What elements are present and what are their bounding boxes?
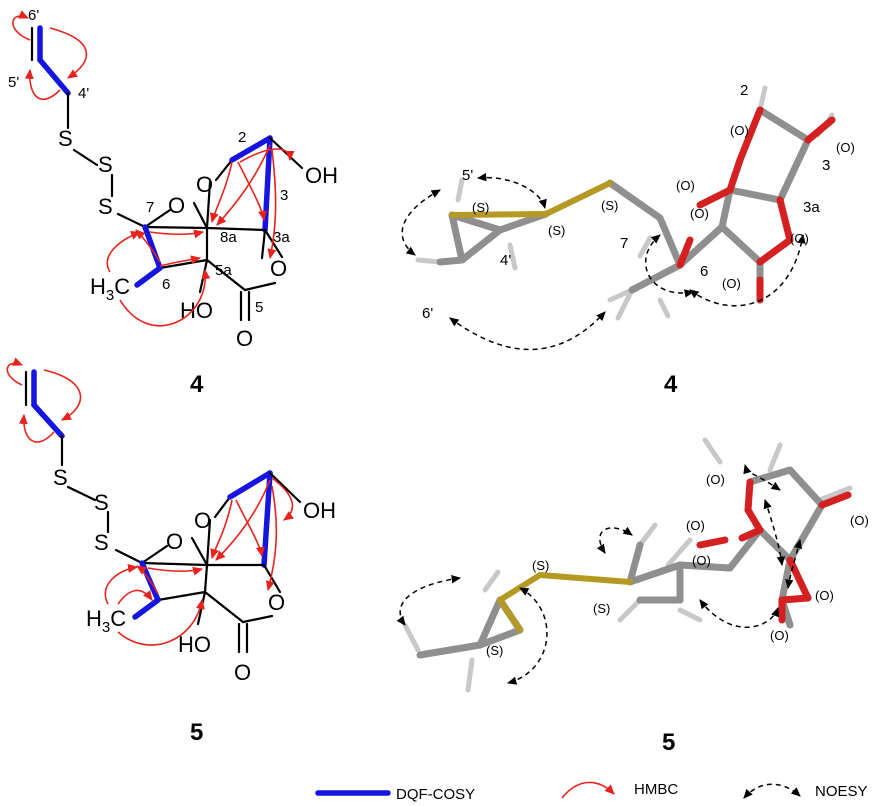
o-ring-atom: O: [168, 193, 185, 218]
legend-noesy-label: NOESY: [815, 783, 868, 800]
m4-pos-7: 7: [620, 235, 628, 252]
o-ring2-atom: O: [196, 172, 213, 197]
m4-pos-4p: 4': [500, 252, 511, 269]
model-5-label: 5: [662, 729, 675, 756]
o-ring2-atom: O: [194, 508, 211, 533]
m4-pos-5p: 5': [462, 167, 473, 184]
pos-3a: 3a: [273, 229, 290, 246]
m5-o-label: (O): [706, 472, 725, 487]
o-lactone-atom: O: [270, 256, 287, 281]
legend: DQF-COSY HMBC NOESY: [315, 781, 868, 803]
pos-8a: 8a: [220, 229, 237, 246]
m4-s-label: (S): [548, 223, 565, 238]
oh-group: OH: [303, 498, 336, 523]
h3c-group: H3C: [90, 274, 130, 304]
m5-o-label: (O): [692, 553, 711, 568]
legend-noesy-swatch: [743, 783, 801, 799]
s1-atom: S: [53, 465, 68, 490]
m4-o-label: (O): [722, 276, 741, 291]
m5-o-label: (O): [815, 588, 834, 603]
model-5-3d: (S) (S) (S) (O) (O) (O) (O) (O) (O) 5: [396, 437, 869, 756]
compound-4-label: 4: [190, 371, 204, 398]
m4-s-label: (S): [472, 200, 489, 215]
o-carbonyl-atom: O: [236, 326, 253, 351]
pos-7: 7: [146, 199, 154, 216]
o-ring-atom: O: [166, 529, 183, 554]
pos-5a: 5a: [215, 262, 232, 279]
legend-hmbc-swatch: [561, 781, 615, 799]
h3c-group: H3C: [86, 606, 126, 636]
m5-o-label: (O): [770, 628, 789, 643]
model-4-3d: 2 3 3a 5' 4' 6' 7 6 (S) (S) (S) (O) (O) …: [401, 82, 855, 398]
compound-5-label: 5: [190, 719, 203, 746]
m5-o-label: (O): [686, 518, 705, 533]
m4-pos-6: 6: [700, 263, 708, 280]
pos-5p: 5': [8, 74, 19, 91]
s2-atom: S: [98, 152, 113, 177]
s1-atom: S: [58, 126, 73, 151]
ho-group: HO: [180, 298, 213, 323]
legend-cosy-label: DQF-COSY: [396, 786, 475, 803]
o-lactone-atom: O: [268, 590, 285, 615]
legend-hmbc-label: HMBC: [634, 781, 678, 798]
m4-s-label: (S): [601, 198, 618, 213]
m4-o-label: (O): [790, 231, 809, 246]
o-carbonyl-atom: O: [234, 660, 251, 685]
m5-o-label: (O): [850, 513, 869, 528]
s3-atom: S: [94, 530, 109, 555]
pos-6p: 6': [28, 7, 39, 24]
m4-o-label: (O): [676, 178, 695, 193]
s2-atom: S: [94, 490, 109, 515]
compound-4-structure: S S S O O O O OH HO H3C 6' 5' 4' 2 3 3a …: [8, 7, 338, 398]
s3-atom: S: [98, 194, 113, 219]
m4-pos-2: 2: [740, 82, 748, 99]
m4-pos-6p: 6': [422, 305, 433, 322]
oh-group: OH: [305, 163, 338, 188]
m4-pos-3a: 3a: [803, 199, 820, 216]
compound-5-structure: S S S O O O O OH HO H3C 5: [6, 357, 336, 746]
m4-o-label: (O): [690, 206, 709, 221]
ho-group: HO: [178, 632, 211, 657]
m5-s-label: (S): [532, 558, 549, 573]
m4-o-label: (O): [730, 123, 749, 138]
pos-6: 6: [162, 276, 170, 293]
pos-3: 3: [280, 187, 288, 204]
model-4-label: 4: [664, 371, 678, 398]
pos-4p: 4': [78, 85, 89, 102]
m4-o-label: (O): [836, 140, 855, 155]
pos-2: 2: [238, 129, 246, 146]
m4-pos-3: 3: [822, 157, 830, 174]
pos-5: 5: [255, 299, 263, 316]
m5-s-label: (S): [593, 601, 610, 616]
m5-s-label: (S): [486, 643, 503, 658]
